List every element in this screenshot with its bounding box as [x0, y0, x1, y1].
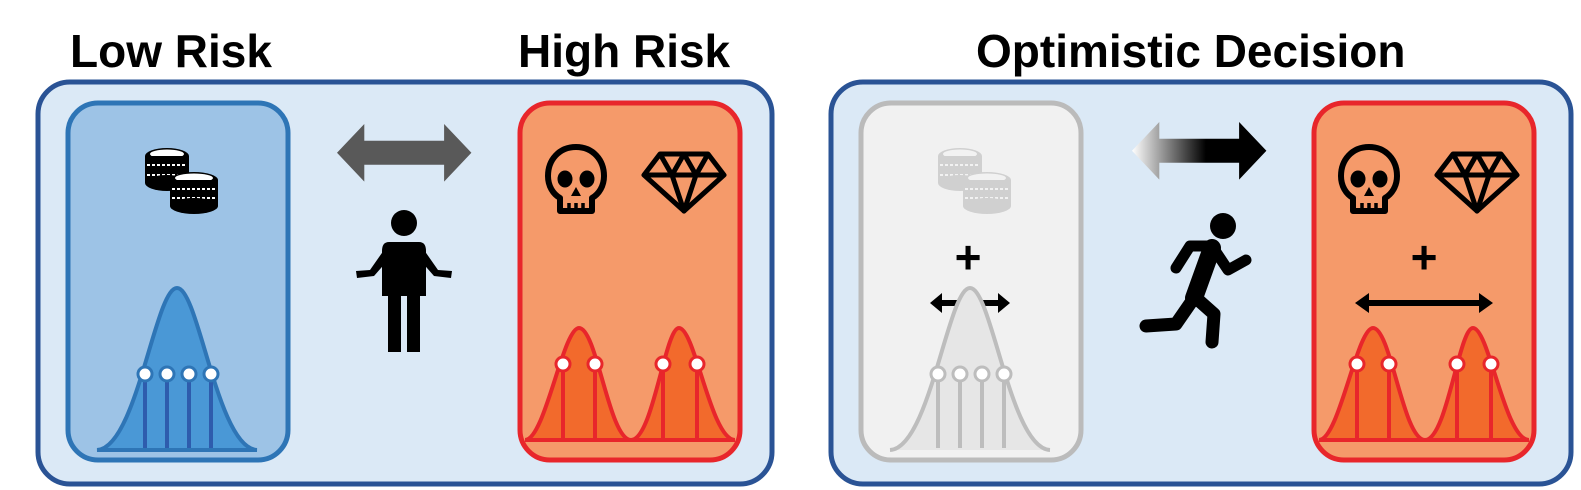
plus-symbol: +	[1411, 231, 1438, 283]
plus-symbol: +	[955, 231, 982, 283]
low-risk-box	[65, 100, 291, 463]
faded-low-risk-box	[858, 100, 1084, 463]
high-risk-title: High Risk	[518, 25, 731, 77]
optimistic-decision-title: Optimistic Decision	[976, 25, 1406, 77]
low-risk-title: Low Risk	[70, 25, 272, 77]
